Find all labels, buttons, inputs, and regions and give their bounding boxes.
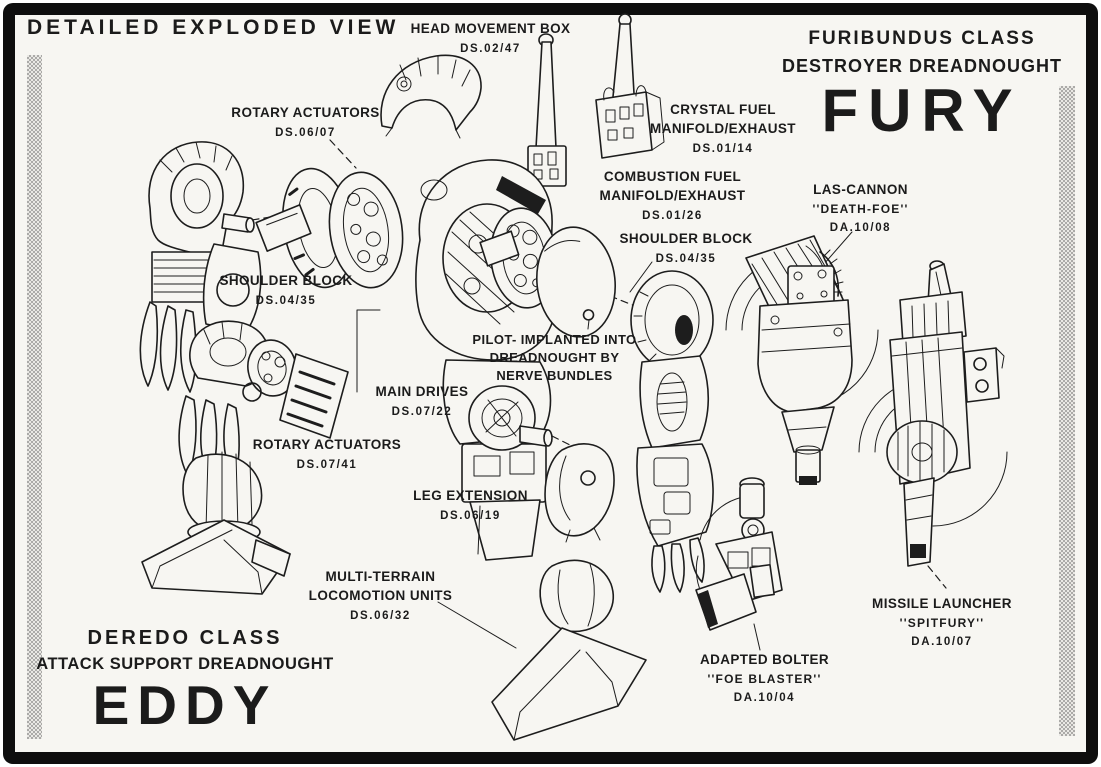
eddy-type-line: ATTACK SUPPORT DREADNOUGHT: [36, 655, 334, 673]
fury-class-line: FURIBUNDUS CLASS: [808, 28, 1036, 49]
part-name: ROTARY ACTUATORS: [252, 437, 402, 452]
note-line: NERVE BUNDLES: [496, 368, 613, 384]
eddy-class-line: DEREDO CLASS: [87, 627, 283, 649]
part-code: DA.10/07: [911, 635, 973, 648]
part-name: MISSILE LAUNCHER: [872, 596, 1012, 611]
part-code: DS.01/14: [692, 142, 754, 155]
callout-missile-launcher: MISSILE LAUNCHER ''SPITFURY'' DA.10/07: [852, 595, 1032, 650]
note-line: DREADNOUGHT BY: [489, 350, 620, 366]
fury-title-block: FURIBUNDUS CLASS DESTROYER DREADNOUGHT F…: [762, 25, 1082, 142]
part-name: LOCOMOTION UNITS: [308, 587, 453, 603]
callout-pilot-note: PILOT- IMPLANTED INTO DREADNOUGHT BY NER…: [462, 331, 647, 386]
part-name: LEG EXTENSION: [413, 488, 528, 503]
fury-type-line: DESTROYER DREADNOUGHT: [781, 55, 1062, 76]
part-code: DA.10/08: [829, 221, 892, 234]
page-title: DETAILED EXPLODED VIEW: [27, 16, 400, 39]
part-name: MAIN DRIVES: [375, 384, 469, 399]
part-name: ROTARY ACTUATORS: [231, 105, 380, 120]
part-name: COMBUSTION FUEL: [603, 169, 742, 184]
callout-leg-extension: LEG EXTENSION DS.06/19: [393, 487, 548, 524]
callout-rotary-actuators-upper: ROTARY ACTUATORS DS.06/07: [208, 104, 403, 141]
part-name: ADAPTED BOLTER: [699, 652, 830, 667]
part-code: DA.10/04: [733, 691, 796, 704]
callout-shoulder-block-right: SHOULDER BLOCK DS.04/35: [602, 230, 770, 267]
part-name: MANIFOLD/EXHAUST: [650, 120, 796, 136]
part-name: MULTI-TERRAIN: [325, 569, 436, 584]
callout-adapted-bolter: ADAPTED BOLTER ''FOE BLASTER'' DA.10/04: [682, 651, 847, 706]
part-code: DS.04/35: [655, 252, 717, 265]
callout-combustion-fuel-manifold: COMBUSTION FUEL MANIFOLD/EXHAUST DS.01/2…: [580, 168, 765, 224]
part-code: DS.07/22: [391, 405, 453, 418]
part-name: CRYSTAL FUEL: [670, 102, 776, 117]
part-code: DS.02/47: [460, 42, 521, 55]
part-nickname: ''DEATH-FOE'': [812, 201, 909, 216]
note-line: PILOT- IMPLANTED INTO: [472, 332, 637, 347]
right-halftone-bar: [1059, 86, 1075, 736]
left-halftone-bar: [27, 55, 42, 739]
part-code: DS.04/35: [255, 294, 317, 307]
fury-name: FURY: [821, 76, 1023, 144]
part-code: DS.07/41: [296, 458, 358, 471]
callout-main-drives: MAIN DRIVES DS.07/22: [352, 383, 492, 420]
callout-shoulder-block-left: SHOULDER BLOCK DS.04/35: [202, 272, 370, 309]
part-name: HEAD MOVEMENT BOX: [410, 21, 571, 36]
part-code: DS.06/19: [440, 509, 501, 522]
part-code: DS.01/26: [642, 209, 703, 222]
part-name: MANIFOLD/EXHAUST: [599, 187, 746, 203]
callout-rotary-actuators-lower: ROTARY ACTUATORS DS.07/41: [232, 436, 422, 473]
part-name: SHOULDER BLOCK: [219, 273, 353, 288]
callout-crystal-fuel-manifold: CRYSTAL FUEL MANIFOLD/EXHAUST DS.01/14: [638, 101, 808, 157]
eddy-name: EDDY: [92, 673, 278, 736]
callout-las-cannon: LAS-CANNON ''DEATH-FOE'' DA.10/08: [783, 181, 938, 236]
callout-multi-terrain-locomotion: MULTI-TERRAIN LOCOMOTION UNITS DS.06/32: [293, 568, 468, 624]
part-name: SHOULDER BLOCK: [619, 231, 753, 246]
eddy-title-block: DEREDO CLASS ATTACK SUPPORT DREADNOUGHT …: [30, 624, 340, 735]
part-name: LAS-CANNON: [813, 182, 908, 197]
part-code: DS.06/32: [350, 609, 411, 622]
part-code: DS.06/07: [275, 126, 336, 139]
callout-head-movement-box: HEAD MOVEMENT BOX DS.02/47: [393, 20, 588, 57]
part-nickname: ''SPITFURY'': [899, 615, 985, 630]
part-nickname: ''FOE BLASTER'': [707, 671, 822, 686]
